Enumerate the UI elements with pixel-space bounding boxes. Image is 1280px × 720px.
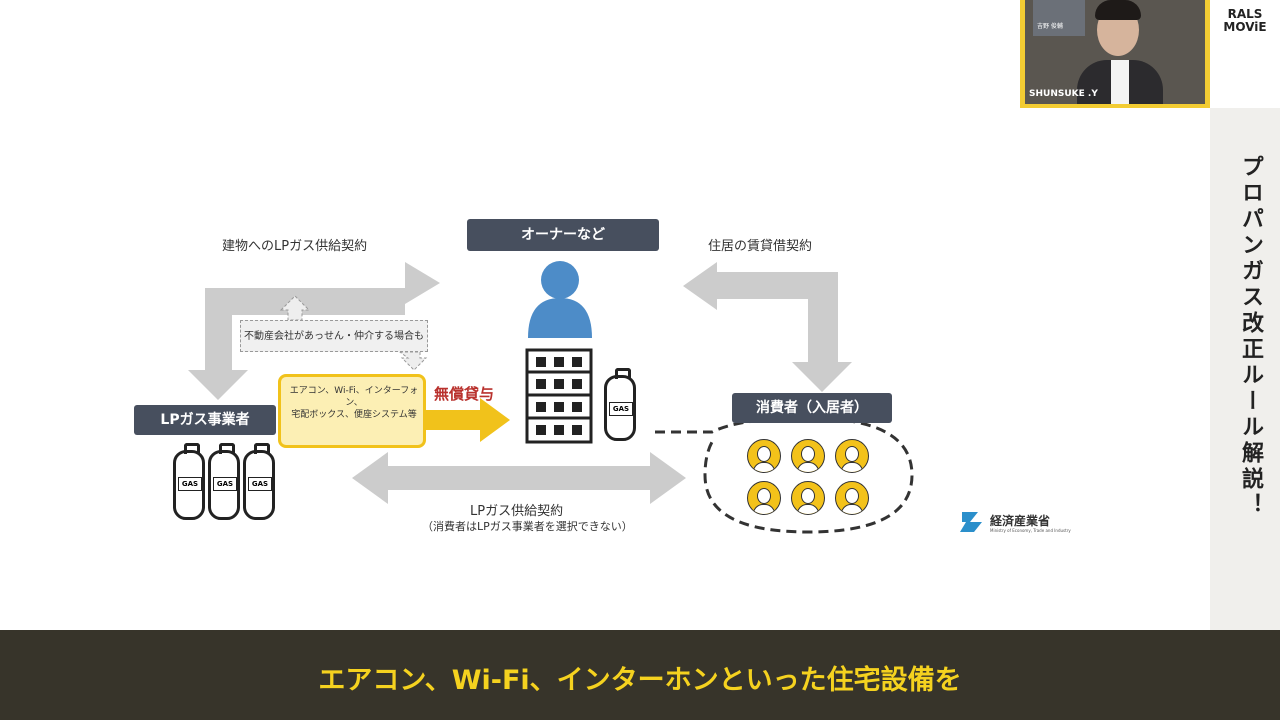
- building-contract-label: 建物へのLPガス供給契約: [222, 239, 368, 254]
- gas-label: GAS: [248, 477, 272, 491]
- agency-note-box: 不動産会社があっせん・仲介する場合も: [240, 320, 428, 352]
- building-windows-icon: [536, 357, 582, 435]
- arrow-building-contract: [188, 262, 440, 400]
- gas-cylinder-icon: GAS: [243, 443, 275, 520]
- equipment-line1: エアコン、Wi-Fi、インターフォン、: [289, 386, 419, 408]
- lease-contract-label: 住居の賃貸借契約: [708, 239, 813, 254]
- brand-line2: MOViE: [1223, 20, 1267, 34]
- consumer-face-icon: [835, 481, 869, 515]
- gas-label: GAS: [213, 477, 237, 491]
- webcam-name-sign: [1033, 0, 1085, 36]
- consumer-face-icon: [835, 439, 869, 473]
- lp-supply-contract-note: （消費者はLPガス事業者を選択できない）: [422, 520, 633, 533]
- presenter-hair: [1095, 0, 1141, 20]
- presenter-shirt: [1111, 60, 1129, 104]
- consumer-face-icon: [747, 439, 781, 473]
- caption-bar: [0, 630, 1280, 720]
- free-loan-label: 無償貸与: [434, 385, 495, 403]
- gas-label: GAS: [609, 402, 633, 416]
- meti-name: 経済産業省: [990, 514, 1051, 528]
- equipment-box: エアコン、Wi-Fi、インターフォン、 宅配ボックス、便座システム等: [278, 374, 426, 448]
- arrow-agency-note-down: [398, 351, 428, 371]
- owner-tag: オーナーなど: [467, 219, 659, 251]
- brand-line1: RALS: [1227, 7, 1263, 21]
- lp-company-tag: LPガス事業者: [134, 405, 276, 435]
- consumer-face-icon: [791, 481, 825, 515]
- lp-supply-contract-label: LPガス供給契約: [470, 504, 564, 519]
- vertical-title: プロパンガス改正ルール解説！: [1238, 155, 1263, 519]
- equipment-line2: 宅配ボックス、便座システム等: [291, 410, 417, 420]
- consumer-face-icon: [747, 481, 781, 515]
- webcam-feed: 吉野 俊輔 SHUNSUKE .Y: [1025, 0, 1205, 104]
- brand-logo: RALS MOViE: [1210, 8, 1280, 34]
- arrow-free-loan: [426, 398, 510, 442]
- sidebar-panel: [1210, 108, 1280, 630]
- webcam-overlay: 吉野 俊輔 SHUNSUKE .Y: [1020, 0, 1210, 108]
- arrow-agency-note: [279, 295, 311, 321]
- owner-head-icon: [541, 261, 579, 299]
- gas-label: GAS: [178, 477, 202, 491]
- webcam-name-label: SHUNSUKE .Y: [1029, 89, 1098, 99]
- meti-sub: Ministry of Economy, Trade and Industry: [990, 528, 1071, 533]
- meti-logo-icon: [960, 512, 982, 532]
- equipment-text: エアコン、Wi-Fi、インターフォン、 宅配ボックス、便座システム等: [287, 385, 421, 421]
- gas-cylinder-icon: GAS: [604, 368, 636, 441]
- consumer-face-icon: [791, 439, 825, 473]
- arrow-lp-supply-contract: [352, 452, 686, 504]
- gas-cylinder-icon: GAS: [173, 443, 205, 520]
- consumer-speech-bubble: [655, 416, 914, 534]
- gas-cylinder-icon: GAS: [208, 443, 240, 520]
- consumer-tag: 消費者（入居者）: [732, 393, 892, 423]
- arrow-lease-contract: [683, 262, 852, 392]
- owner-body-icon: [528, 298, 592, 338]
- webcam-sign-text: 吉野 俊輔: [1037, 23, 1063, 30]
- caption-text: エアコン、Wi-Fi、インターホンといった住宅設備を: [318, 665, 962, 696]
